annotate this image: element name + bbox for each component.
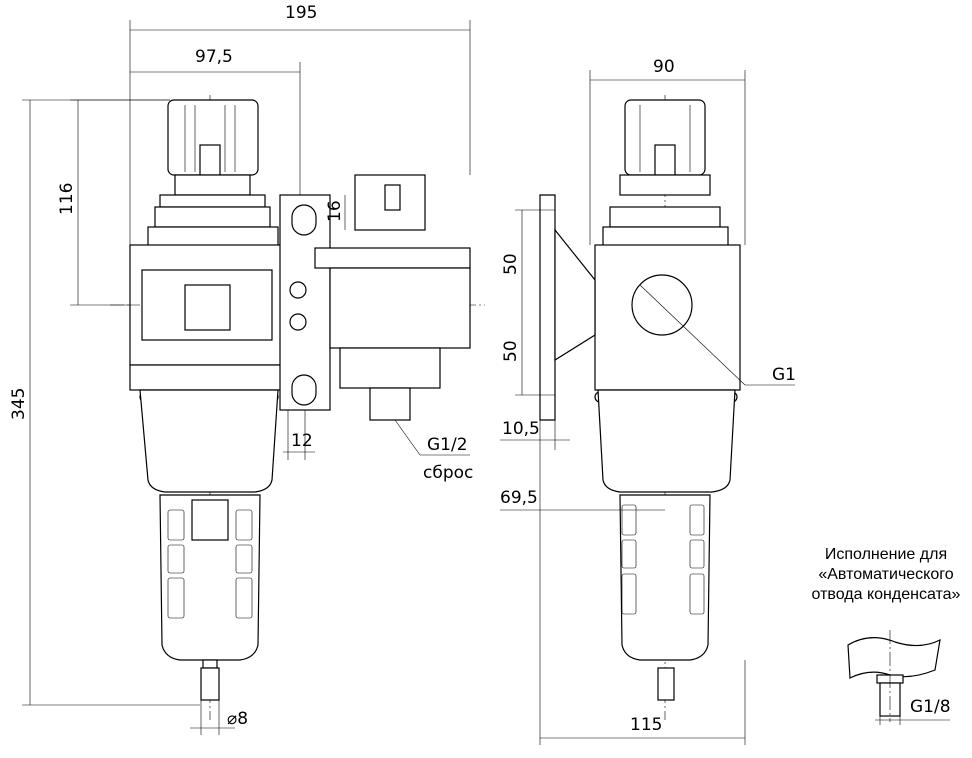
dim-345: 345 [9, 388, 29, 420]
dimension-labels: 195 97,5 116 345 16 12 G1/2 сброс 90 50 … [9, 3, 951, 735]
side-view [539, 95, 741, 720]
exhaust-port-label: G1/2 [427, 435, 468, 455]
auto-drain-note: Исполнение для «Автоматического отвода к… [800, 545, 972, 605]
dim-69-5: 69,5 [500, 488, 538, 508]
exhaust-label: сброс [423, 463, 473, 483]
dim-115: 115 [630, 715, 662, 735]
dim-50-lower: 50 [501, 340, 521, 362]
note-line-1: Исполнение для [824, 546, 948, 563]
note-line-3: отвода конденсата» [811, 586, 961, 603]
front-view-regulator-filter [110, 95, 485, 720]
dim-drain-diameter: ⌀8 [227, 709, 248, 729]
dim-12: 12 [291, 431, 313, 451]
dimension-lines [22, 20, 950, 745]
drain-port-label: G1/8 [910, 697, 951, 717]
dim-16: 16 [325, 200, 345, 222]
dim-90: 90 [653, 57, 675, 77]
dim-97-5: 97,5 [195, 47, 233, 67]
auto-drain-detail [847, 630, 941, 722]
dim-116: 116 [57, 183, 77, 215]
dim-50-upper: 50 [501, 253, 521, 275]
main-port-label: G1 [772, 365, 796, 385]
dim-195: 195 [285, 3, 317, 23]
dim-10-5: 10,5 [502, 419, 540, 439]
note-line-2: «Автоматического [818, 566, 954, 583]
